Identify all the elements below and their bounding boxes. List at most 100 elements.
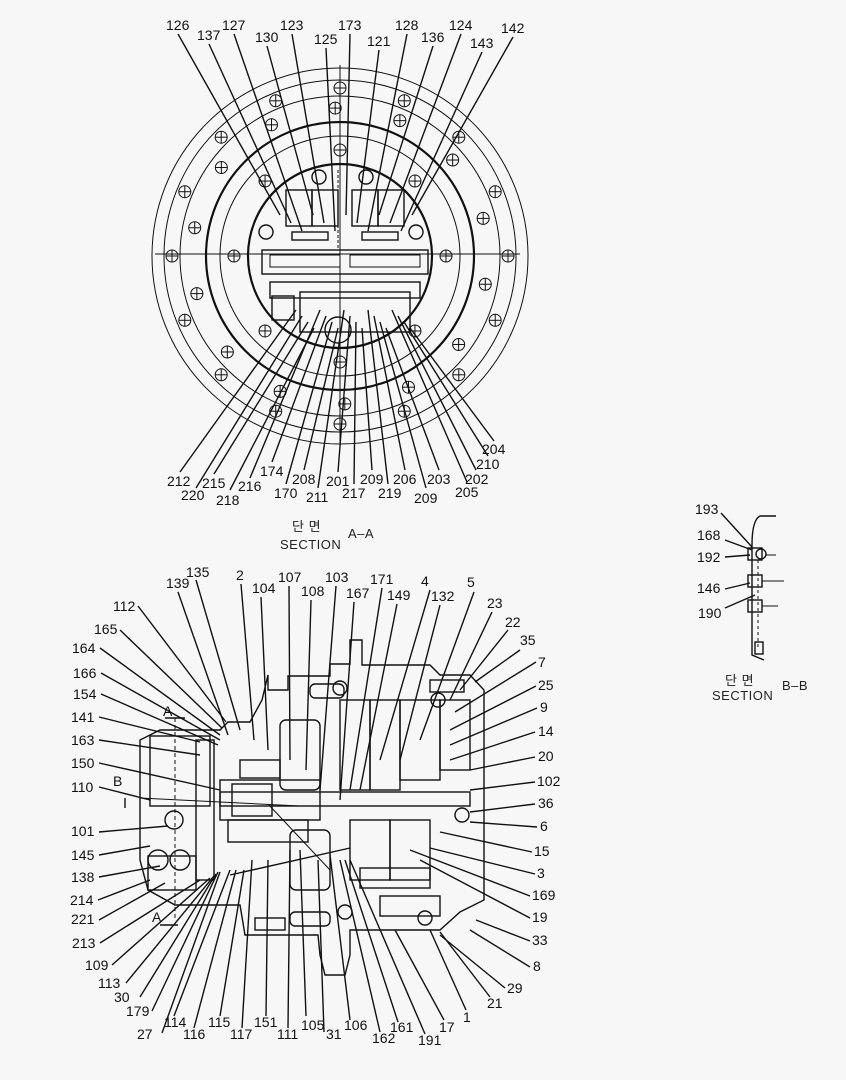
leader-line bbox=[459, 629, 509, 691]
leader-line bbox=[240, 583, 255, 741]
leader-line bbox=[125, 875, 215, 984]
part-label: 137 bbox=[197, 27, 221, 43]
section-caption-tag: B–B bbox=[782, 678, 808, 693]
leader-line bbox=[400, 51, 483, 232]
leader-line bbox=[137, 605, 227, 723]
leader-line bbox=[429, 929, 467, 1011]
leader-line bbox=[100, 693, 219, 746]
leader-line bbox=[449, 611, 493, 701]
part-label: 211 bbox=[306, 489, 329, 505]
part-label: 167 bbox=[346, 585, 370, 601]
leader-line bbox=[305, 599, 312, 771]
leader-line bbox=[291, 33, 325, 224]
part-label: 115 bbox=[208, 1014, 231, 1030]
part-label: 30 bbox=[114, 989, 130, 1005]
part-label: 164 bbox=[72, 640, 96, 656]
part-label: 21 bbox=[487, 995, 503, 1011]
leader-line bbox=[378, 45, 434, 216]
part-label: 201 bbox=[326, 473, 350, 489]
section-caption-english: SECTION bbox=[280, 537, 341, 552]
leader-line bbox=[260, 596, 269, 751]
leader-line bbox=[287, 849, 291, 1029]
part-label: 136 bbox=[421, 29, 445, 45]
leader-line bbox=[99, 647, 221, 736]
section-mark-b: B bbox=[113, 773, 122, 789]
leader-line bbox=[361, 327, 373, 471]
part-label: 171 bbox=[370, 571, 394, 587]
part-label: 163 bbox=[71, 732, 95, 748]
leader-line bbox=[317, 309, 345, 489]
part-label: 219 bbox=[378, 485, 402, 501]
part-label: 130 bbox=[255, 29, 279, 45]
leader-line bbox=[475, 919, 531, 942]
leader-line bbox=[173, 869, 231, 1017]
part-label: 20 bbox=[538, 748, 554, 764]
leader-line bbox=[98, 716, 201, 743]
part-label: 169 bbox=[532, 887, 556, 903]
part-label: 213 bbox=[72, 935, 96, 951]
leader-line bbox=[379, 589, 431, 761]
part-label: 23 bbox=[487, 595, 503, 611]
part-label: 109 bbox=[85, 957, 109, 973]
section-aa-caption: 단 면 SECTION A–A bbox=[280, 519, 374, 552]
leader-line bbox=[403, 321, 489, 457]
section-mark-a-top: A bbox=[163, 703, 173, 719]
main-bottom-labels: 114 116 115 117 151 111 105 31 106 162 1… bbox=[164, 995, 503, 1048]
part-label: 139 bbox=[166, 575, 190, 591]
leader-line bbox=[119, 629, 223, 729]
main-view-leader-lines bbox=[97, 579, 538, 1035]
part-label: 110 bbox=[71, 779, 94, 795]
leader-line bbox=[98, 786, 151, 801]
part-label: 4 bbox=[421, 573, 429, 589]
leader-line bbox=[177, 33, 281, 216]
leader-line bbox=[439, 934, 506, 989]
part-label: 138 bbox=[71, 869, 95, 885]
leader-line bbox=[353, 321, 357, 485]
part-label: 17 bbox=[439, 1019, 455, 1035]
leader-line bbox=[100, 672, 221, 741]
leader-line bbox=[469, 756, 536, 771]
part-label: 174 bbox=[260, 463, 284, 479]
leader-line bbox=[288, 585, 291, 761]
part-label: 168 bbox=[697, 527, 721, 543]
leader-line bbox=[469, 781, 536, 791]
leader-line bbox=[99, 879, 201, 944]
section-caption-korean: 단 면 bbox=[292, 519, 321, 534]
leader-line bbox=[409, 849, 531, 897]
part-label: 103 bbox=[325, 569, 349, 585]
main-assembly-view bbox=[139, 639, 485, 976]
leader-line bbox=[139, 873, 217, 998]
main-top-labels: 135 139 2 104 107 108 103 167 171 149 4 … bbox=[166, 564, 536, 648]
part-label: 190 bbox=[698, 605, 722, 621]
part-label: 191 bbox=[418, 1032, 442, 1048]
leader-line bbox=[469, 803, 536, 813]
part-label: 142 bbox=[501, 20, 525, 36]
leader-line bbox=[439, 831, 533, 853]
part-label: 36 bbox=[538, 795, 554, 811]
leader-line bbox=[429, 847, 536, 875]
leader-line bbox=[195, 579, 241, 731]
leader-line bbox=[439, 931, 491, 998]
leader-line bbox=[249, 309, 321, 479]
part-label: 116 bbox=[183, 1026, 206, 1042]
leader-line bbox=[359, 603, 398, 791]
leader-line bbox=[208, 43, 292, 224]
part-label: 154 bbox=[73, 686, 97, 702]
part-label: 29 bbox=[507, 980, 523, 996]
leader-line bbox=[367, 33, 408, 232]
leader-line bbox=[474, 649, 521, 683]
section-caption-tag: A–A bbox=[348, 526, 374, 541]
inner-mechanism bbox=[258, 169, 429, 344]
section-bb-labels: 193 168 192 146 190 bbox=[695, 501, 722, 621]
part-label: 143 bbox=[470, 35, 494, 51]
part-label: 126 bbox=[166, 17, 190, 33]
part-label: 113 bbox=[98, 975, 121, 991]
part-label: 27 bbox=[137, 1026, 153, 1042]
part-label: 150 bbox=[71, 755, 95, 771]
part-label: 108 bbox=[301, 583, 325, 599]
part-label: 124 bbox=[449, 17, 473, 33]
leader-line bbox=[193, 869, 237, 1029]
part-label: 205 bbox=[455, 484, 479, 500]
part-label: 173 bbox=[338, 17, 362, 33]
